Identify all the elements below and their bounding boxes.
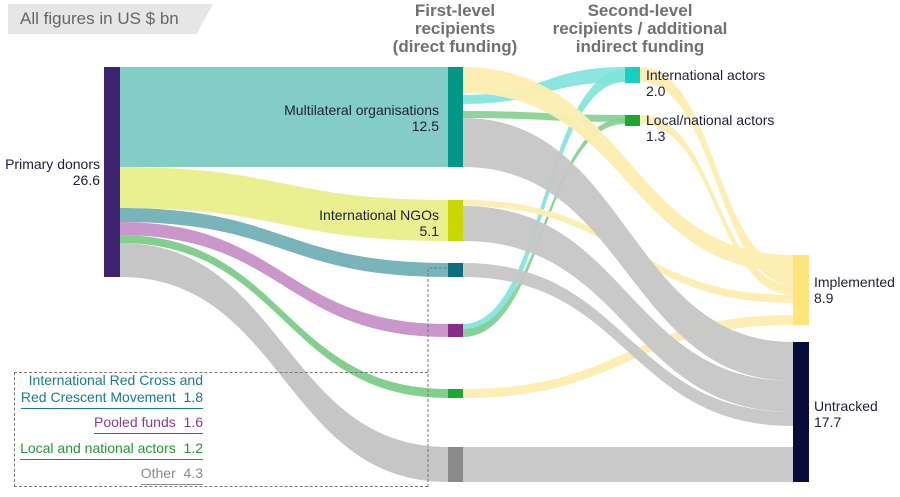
ingos-name: International NGOs (319, 207, 439, 223)
label-ingos: International NGOs 5.1 (319, 207, 439, 239)
header-first-line1: First-level (414, 1, 496, 20)
legend-redcross-line1: International Red Cross and (28, 372, 203, 388)
node-other (448, 447, 463, 482)
label-multilateral: Multilateral organisations 12.5 (284, 102, 439, 134)
legend-redcross-line2: Red Crescent Movement 1.8 (21, 389, 203, 406)
header-second-line1: Second-level (587, 1, 693, 20)
flow-donor-local (120, 235, 448, 398)
node-international-actors (625, 67, 640, 83)
legend-other: Other 4.3 (140, 465, 203, 485)
flow-other-untracked (463, 447, 793, 482)
node-local-first (448, 389, 463, 398)
legend-local-underline (20, 458, 203, 460)
implemented-name: Implemented (814, 274, 895, 290)
node-pooled (448, 324, 463, 337)
flow-donor-ingo (120, 167, 448, 241)
flow-multilateral-implemented (463, 67, 793, 272)
label-untracked: Untracked 17.7 (814, 398, 878, 430)
local-actors-name: Local/national actors (646, 112, 775, 128)
node-redcross (448, 263, 463, 277)
node-ingos (448, 200, 463, 241)
flow-multilateral-untracked (463, 118, 793, 381)
legend-pooled: Pooled funds 1.6 (94, 414, 203, 434)
legend-redcross-underline (20, 407, 203, 409)
node-implemented (793, 255, 809, 325)
multilateral-name: Multilateral organisations (284, 102, 439, 118)
legend-redcross: International Red Cross and Red Crescent… (20, 372, 203, 409)
legend-local: Local and national actors 1.2 (20, 440, 203, 460)
flow-local-implemented (640, 115, 793, 295)
node-primary-donors (104, 67, 120, 277)
local-actors-value: 1.3 (646, 128, 666, 144)
label-implemented: Implemented 8.9 (814, 274, 895, 306)
header-first-line2: recipients (414, 19, 496, 38)
header-first-line3: (direct funding) (392, 37, 518, 56)
legend-other-value: 4.3 (183, 465, 203, 481)
legend-pooled-value: 1.6 (183, 414, 203, 430)
primary-name: Primary donors (5, 156, 100, 172)
implemented-value: 8.9 (814, 290, 834, 306)
legend-local-value: 1.2 (183, 440, 203, 456)
legend-redcross-value: 1.8 (183, 389, 203, 405)
untracked-name: Untracked (814, 398, 878, 414)
legend-local-text: Local and national actors (20, 440, 176, 456)
legend-connector-line (427, 267, 448, 487)
node-untracked (793, 342, 809, 482)
flow-pooled-intl (463, 70, 625, 337)
flow-ingo-untracked (463, 206, 793, 412)
legend-box (14, 372, 428, 487)
header-second-line3: indirect funding (575, 37, 705, 56)
multilateral-value: 12.5 (411, 118, 439, 134)
flow-donor-redcross (120, 208, 448, 277)
flow-local-first-implemented (463, 315, 793, 398)
units-text: All figures in US $ bn (20, 9, 179, 28)
node-multilateral (448, 67, 463, 167)
flow-donor-pooled (120, 222, 448, 337)
label-international-actors: International actors 2.0 (646, 67, 765, 99)
intl-actors-name: International actors (646, 67, 766, 83)
flow-donor-multilateral (120, 67, 448, 167)
units-badge: All figures in US $ bn (8, 4, 213, 34)
label-primary-donors: Primary donors 26.6 (5, 156, 100, 188)
legend-pooled-text: Pooled funds (94, 414, 176, 430)
header-second-level: Second-level recipients / additional ind… (535, 2, 745, 56)
flow-intl-implemented (640, 67, 793, 285)
flow-donor-other (120, 243, 448, 482)
legend-redcross-line2-text: Red Crescent Movement (20, 389, 176, 405)
legend-other-underline (140, 483, 203, 485)
legend-other-text: Other (140, 465, 176, 481)
flow-redcross-untracked (463, 263, 793, 426)
node-local-national-actors (625, 115, 640, 126)
primary-value: 26.6 (72, 172, 100, 188)
ingos-value: 5.1 (419, 223, 439, 239)
untracked-value: 17.7 (814, 414, 842, 430)
header-second-line2: recipients / additional (552, 19, 728, 38)
intl-actors-value: 2.0 (646, 83, 666, 99)
header-first-level: First-level recipients (direct funding) (380, 2, 530, 56)
label-local-national-actors: Local/national actors 1.3 (646, 112, 774, 144)
legend-pooled-underline (94, 432, 203, 434)
